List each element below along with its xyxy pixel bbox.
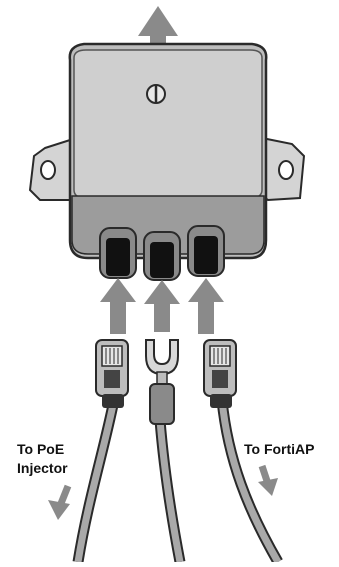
port-center [144,232,180,280]
right-mounting-flange [262,138,304,200]
label-to-poe-line2: Injector [17,459,68,477]
label-to-fortiap: To FortiAP [244,440,315,458]
insert-arrow-right-icon [188,278,224,334]
rj45-connector-right-icon [204,340,236,408]
insert-arrow-left-icon [100,278,136,334]
cable-ground [160,420,180,562]
cable-poe [78,400,114,562]
port-right [188,226,224,276]
left-mounting-flange [30,140,70,200]
spade-terminal-icon [146,340,178,424]
insert-arrow-center-icon [144,280,180,332]
down-arrow-poe-icon [48,486,70,520]
down-arrow-fortiap-icon [258,466,278,496]
screw-icon [147,85,165,103]
port-left [100,228,136,278]
label-to-poe-line1: To PoE [17,440,64,458]
arrestor-housing [70,44,266,258]
rj45-connector-left-icon [96,340,128,408]
